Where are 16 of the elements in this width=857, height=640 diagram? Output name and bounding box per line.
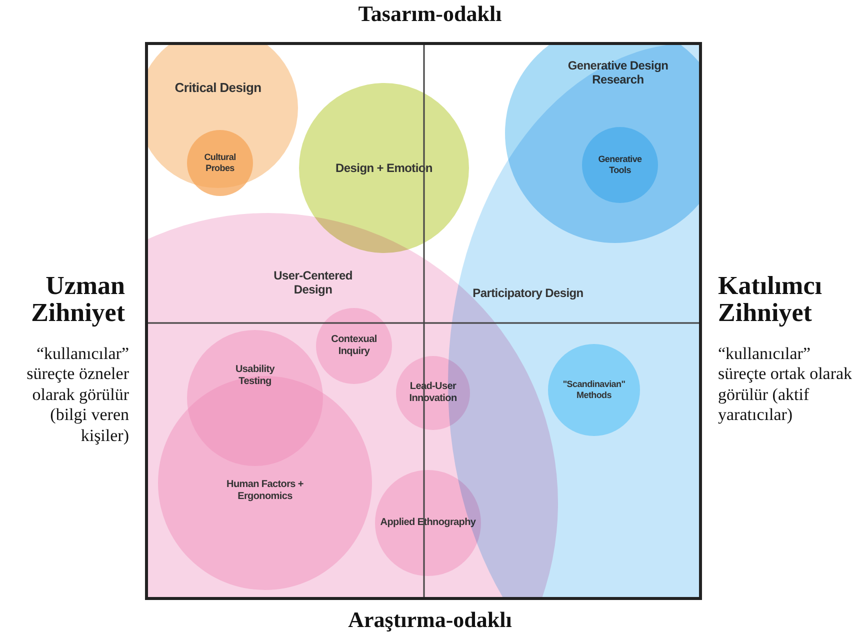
mindset-heading: Katılımcı Zihniyet xyxy=(718,272,823,327)
topic-label: User-Centered Design xyxy=(272,268,354,298)
topic-label: "Scandinavian" Methods xyxy=(562,379,626,401)
mindset-heading: Uzman Zihniyet xyxy=(30,272,125,327)
topic-label: Critical Design xyxy=(174,80,262,96)
topic-label: Generative Tools xyxy=(597,154,643,176)
mindset-description: “kullanıcılar” süreçte özneler olarak görülür (bilgi veren kişiler) xyxy=(26,344,129,446)
topic-label: Participatory Design xyxy=(472,286,584,300)
topic-label: Cultural Probes xyxy=(203,152,237,174)
topic-label: Generative Design Research xyxy=(566,58,670,88)
topic-label: Usability Testing xyxy=(234,364,276,388)
topic-label: Human Factors + Ergonomics xyxy=(226,479,304,503)
axis-label: Araştırma-odaklı xyxy=(347,608,513,632)
axis-label: Tasarım-odaklı xyxy=(357,2,503,26)
mindset-description: “kullanıcılar” süreçte ortak olarak görülür (aktif yaratıcılar) xyxy=(718,344,854,426)
topic-label: Contexual Inquiry xyxy=(330,334,378,358)
